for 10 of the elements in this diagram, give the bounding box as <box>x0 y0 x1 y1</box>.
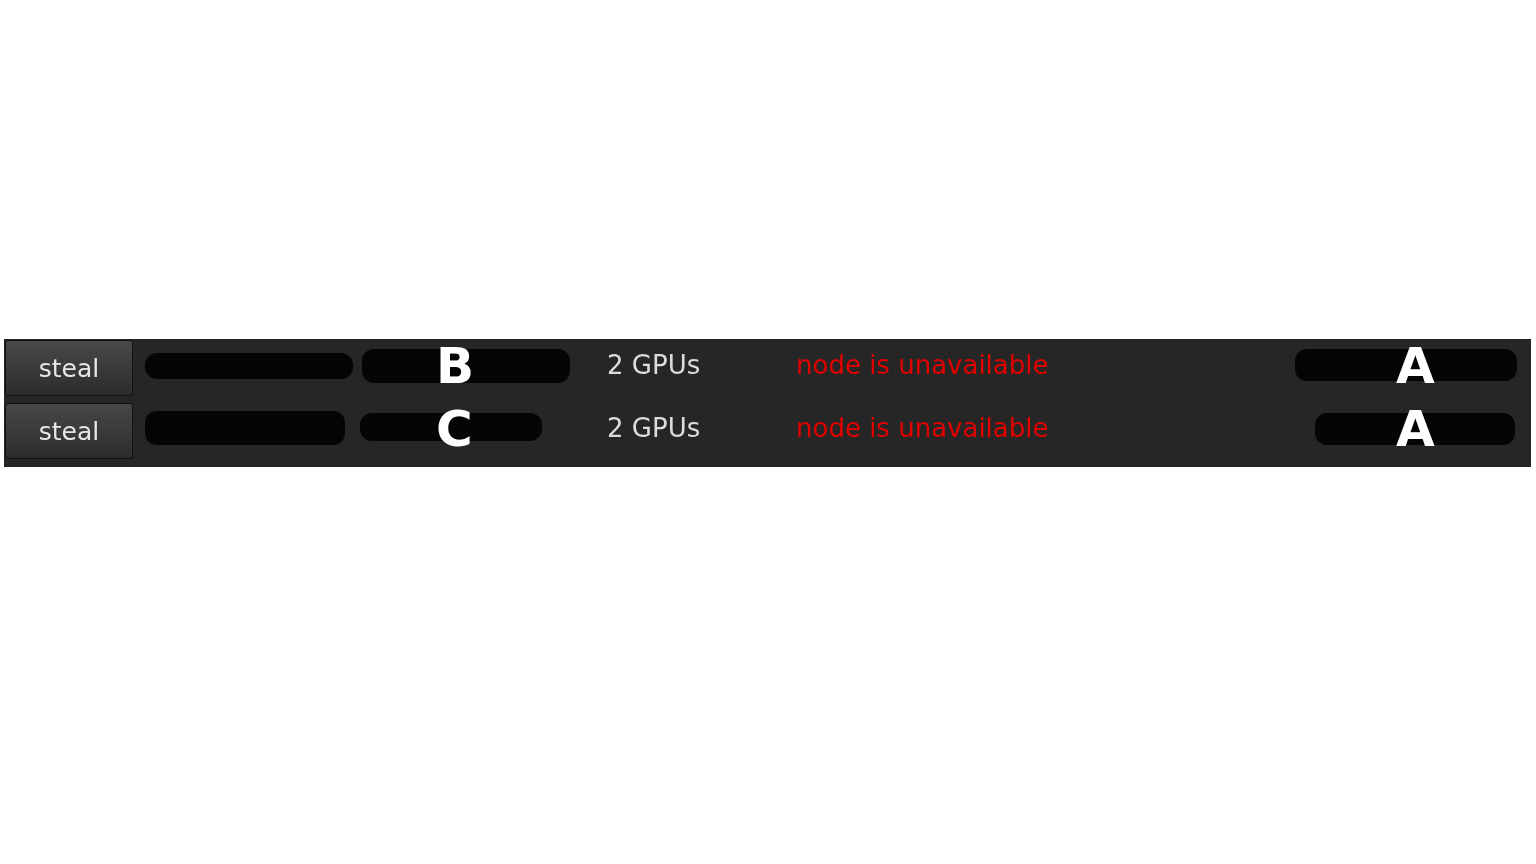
handwritten-letter: B <box>436 341 475 391</box>
status-text: node is unavailable <box>796 352 1049 378</box>
gpu-count: 2 GPUs <box>607 415 701 441</box>
handwritten-letter: C <box>436 404 473 454</box>
gpu-count: 2 GPUs <box>607 352 701 378</box>
handwritten-letter: A <box>1396 404 1435 454</box>
steal-button: steal <box>5 340 133 396</box>
steal-button: steal <box>5 403 133 459</box>
status-text: node is unavailable <box>796 415 1049 441</box>
handwritten-letter: A <box>1396 341 1435 391</box>
